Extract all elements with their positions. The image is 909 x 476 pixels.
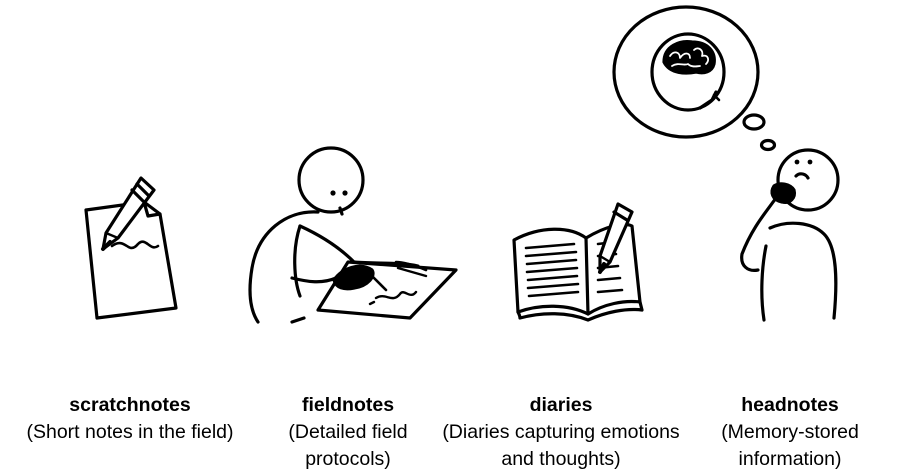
tablet-icon [316, 260, 458, 320]
caption-description: (Short notes in the field) [26, 421, 234, 443]
thought-bubble-icon [612, 5, 777, 152]
thinking-person-icon [740, 148, 840, 322]
caption-diaries: diaries (Diaries capturing emotions and … [432, 392, 690, 473]
caption-headnotes: headnotes (Memory-stored information) [700, 392, 880, 473]
caption-title: diaries [529, 394, 593, 416]
caption-title: fieldnotes [301, 394, 395, 416]
brain-head-icon [650, 32, 726, 112]
caption-title: scratchnotes [69, 394, 191, 416]
caption-description: (Detailed field protocols) [288, 421, 408, 470]
caption-scratchnotes: scratchnotes (Short notes in the field) [0, 392, 260, 446]
caption-description: (Diaries capturing emotions and thoughts… [442, 421, 680, 470]
diary-pencil-icon [598, 202, 634, 274]
caption-fieldnotes: fieldnotes (Detailed field protocols) [262, 392, 434, 473]
pencil-icon [101, 176, 156, 251]
caption-description: (Memory-stored information) [721, 421, 859, 470]
person-writing-icon [248, 146, 428, 324]
caption-title: headnotes [741, 394, 839, 416]
open-book-icon [512, 222, 644, 322]
